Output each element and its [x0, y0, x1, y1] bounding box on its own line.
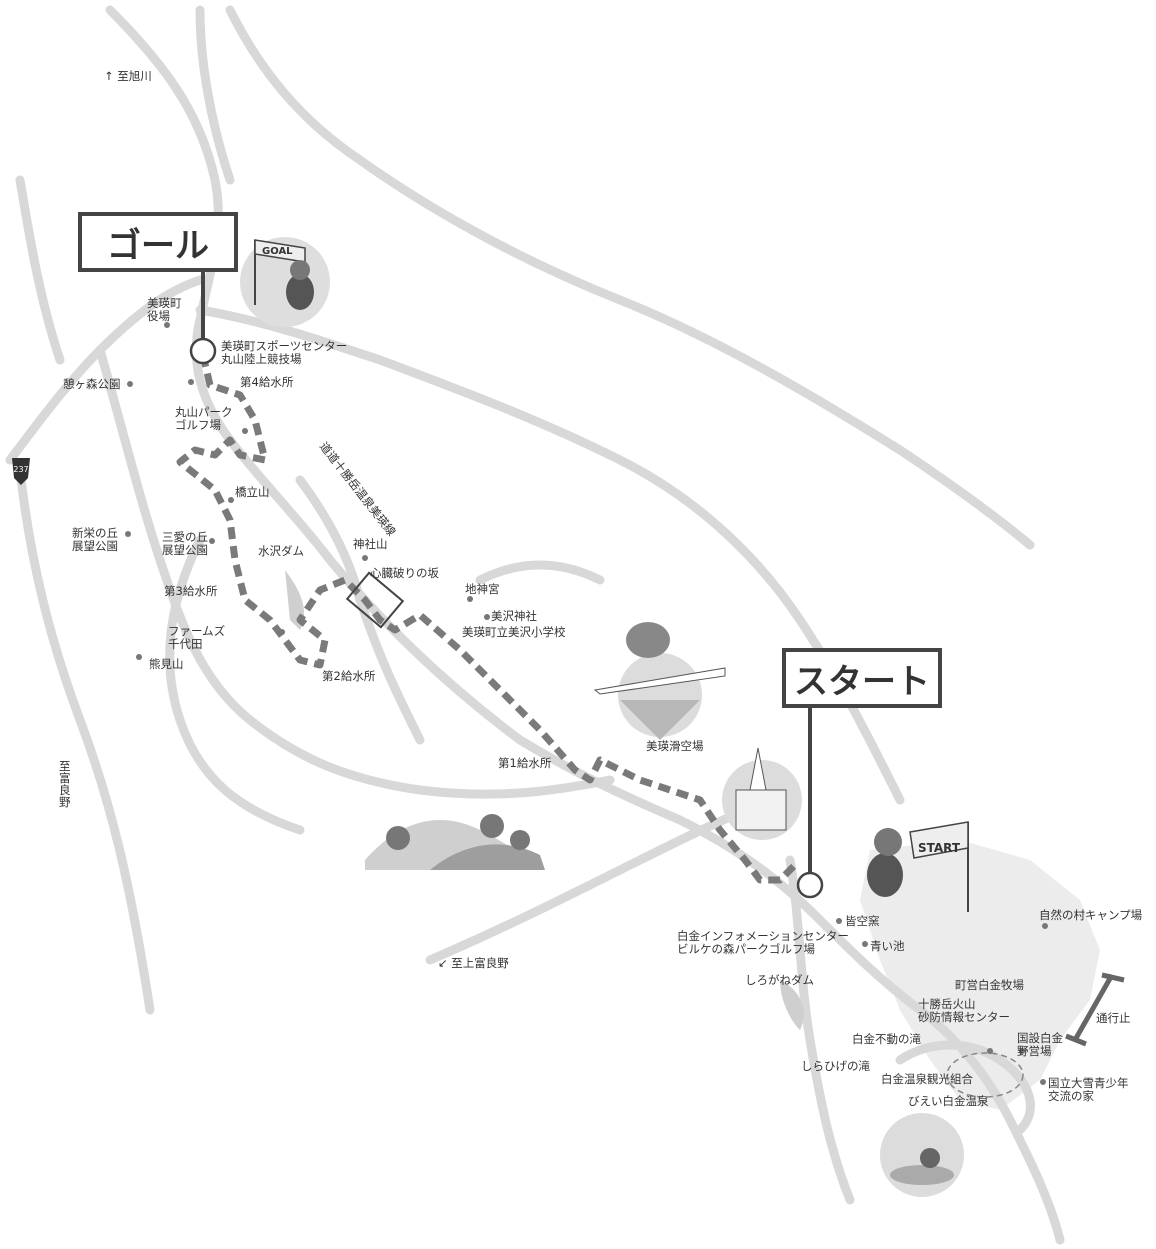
route-237-icon: 237	[12, 458, 30, 485]
hills-icon	[365, 814, 545, 870]
label-chijingu: 地神宮	[465, 582, 500, 596]
label-tokachi: 十勝岳火山 砂防情報センター	[918, 997, 1010, 1024]
label-glider: 美瑛滑空場	[646, 739, 704, 753]
kumamiyama-marker	[136, 654, 142, 660]
goal-mascot-icon: GOAL	[240, 237, 330, 327]
church-icon	[722, 747, 802, 840]
label-water3: 第3給水所	[164, 584, 218, 598]
mizusawa-shrine-marker	[484, 614, 490, 620]
camp-marker	[1042, 923, 1048, 929]
label-shirogane-dam: しろがねダム	[745, 973, 814, 987]
ikoigamori-marker	[127, 381, 133, 387]
label-shinzou: 心臓破りの坂	[370, 566, 439, 580]
hashitate-marker	[228, 497, 234, 503]
label-sanai: 三愛の丘 展望公園	[162, 530, 208, 557]
label-mizusawa-dam: 水沢ダム	[258, 544, 304, 558]
label-onsen: びえい白金温泉	[908, 1094, 989, 1108]
label-town-office: 美瑛町 役場	[147, 296, 182, 323]
label-shinsakae: 新栄の丘 展望公園	[72, 526, 118, 553]
glider-icon	[593, 622, 726, 740]
sanai-marker	[209, 538, 215, 544]
label-ikoigamori: 憩ヶ森公園	[63, 377, 121, 391]
label-mizusawa-school: 美瑛町立美沢小学校	[462, 625, 566, 639]
national-camp-marker	[1019, 1048, 1025, 1054]
label-sports-center: 美瑛町スポーツセンター 丸山陸上競技場	[221, 339, 348, 366]
youth-marker	[1040, 1079, 1046, 1085]
marathon-route	[176, 354, 798, 884]
label-camp: 自然の村キャンプ場	[1039, 908, 1143, 922]
label-shirogane-info: 白金インフォメーションセンター ビルケの森パークゴルフ場	[677, 929, 849, 956]
label-minasora: 皆空窯	[845, 914, 880, 928]
label-kumamiyama: 熊見山	[149, 657, 184, 671]
onsen-loop	[946, 1052, 1024, 1098]
water4-marker	[242, 428, 248, 434]
town-office-marker	[164, 322, 170, 328]
label-hashitate: 橋立山	[235, 485, 270, 499]
maruyama-golf-marker	[188, 379, 194, 385]
goal-label: ゴール	[107, 225, 209, 266]
shinsakae-marker	[125, 531, 131, 537]
label-shirahige: しらひげの滝	[801, 1059, 870, 1073]
label-to-asahikawa: ↑ 至旭川	[104, 69, 152, 83]
label-farms: ファームズ 千代田	[168, 624, 226, 651]
label-kankou: 白金温泉観光組合	[881, 1072, 973, 1086]
goal-label-box: ゴール	[78, 212, 238, 272]
closed-road-bar	[1065, 972, 1125, 1047]
label-to-furano: 至富良野	[59, 759, 71, 809]
onsen-mascot-icon	[880, 1113, 964, 1197]
label-fudou: 白金不動の滝	[852, 1032, 921, 1046]
label-bokujo: 町営白金牧場	[955, 978, 1024, 992]
start-label: スタート	[794, 661, 930, 702]
label-national-camp: 国設白金 野営場	[1017, 1031, 1063, 1058]
label-maruyama-golf: 丸山パーク ゴルフ場	[175, 405, 233, 432]
label-mizusawa-shrine: 美沢神社	[491, 609, 537, 623]
label-closed: 通行止	[1096, 1011, 1131, 1025]
label-jinjayama: 神社山	[353, 537, 388, 551]
valley-area	[860, 840, 1100, 1110]
svg-text:START: START	[918, 841, 961, 855]
start-mascot-icon: START	[867, 821, 969, 912]
label-youth: 国立大雪青少年 交流の家	[1048, 1076, 1129, 1103]
minasora-marker	[836, 918, 842, 924]
heartbreak-hill-frame	[345, 571, 405, 629]
label-aoiike: 青い池	[870, 939, 905, 953]
aoiike-marker	[862, 941, 868, 947]
jinjayama-marker	[362, 555, 368, 561]
callouts	[189, 268, 824, 899]
svg-text:237: 237	[13, 465, 28, 474]
label-water4: 第4給水所	[240, 375, 294, 389]
label-to-kamifurano: ↙ 至上富良野	[438, 956, 509, 970]
tokachi-marker	[987, 1048, 993, 1054]
label-water1: 第1給水所	[498, 756, 552, 770]
start-label-box: スタート	[782, 648, 942, 708]
farms-marker	[279, 629, 285, 635]
svg-text:GOAL: GOAL	[262, 246, 293, 257]
label-water2: 第2給水所	[322, 669, 376, 683]
chijingu-marker	[467, 596, 473, 602]
